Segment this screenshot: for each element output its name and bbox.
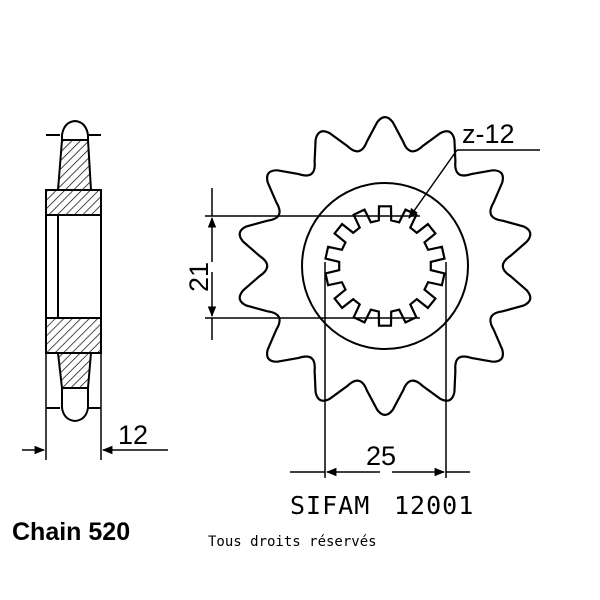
thickness-dimension-label: 12 (118, 420, 148, 450)
chain-size-label: Chain 520 (12, 518, 130, 546)
width-dimension-label: 25 (366, 441, 396, 471)
copyright-label: Tous droits réservés (208, 534, 377, 550)
side-view: 12 (22, 119, 168, 460)
side-view-bore (45, 214, 102, 319)
side-view-upper-web (56, 139, 93, 191)
teeth-count-label: z-12 (462, 119, 515, 149)
side-view-lower-web (56, 352, 93, 389)
sprocket-outline (238, 116, 532, 416)
side-view-bottom-tooth (61, 387, 89, 423)
part-number-label: 12001 (394, 491, 474, 520)
height-dimension-label: 21 (184, 262, 214, 292)
front-view: 21 25 z-12 (184, 116, 540, 478)
side-view-top-tooth (61, 119, 89, 141)
side-view-upper-flange (45, 189, 102, 216)
spline-bore (324, 205, 446, 327)
hub-circle (301, 182, 469, 350)
side-view-lower-flange (45, 317, 102, 354)
brand-label: SIFAM (290, 491, 370, 520)
